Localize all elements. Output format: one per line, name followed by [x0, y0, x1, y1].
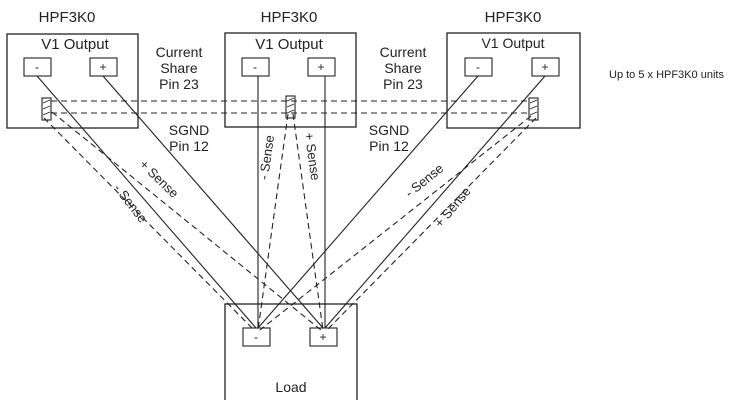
unit-1-minus-label: - — [35, 60, 39, 74]
current-share-line1-right: Current — [380, 44, 427, 60]
sgnd-line1-left: SGND — [169, 122, 209, 138]
unit-2-name: HPF3K0 — [261, 9, 318, 26]
unit-1-plus-wire — [102, 75, 324, 329]
load-plus-label: + — [319, 330, 326, 344]
sgnd-line2-right: Pin 12 — [369, 138, 409, 154]
unit-1-signal-connector — [41, 97, 52, 121]
current-share-line2-left: Share — [160, 60, 198, 76]
unit-3-minus-terminal — [464, 57, 493, 77]
unit-1-name: HPF3K0 — [39, 9, 96, 26]
sense-wires — [43, 111, 537, 331]
unit-3-name: HPF3K0 — [485, 9, 542, 26]
unit-2-minus-terminal — [241, 57, 270, 77]
unit-3-plus-sense-label: + Sense — [431, 184, 473, 230]
unit-3-minus-wire — [257, 75, 479, 329]
unit-2-signal-connector — [285, 95, 296, 119]
load-plus-terminal — [309, 327, 338, 347]
load-minus-terminal — [242, 327, 271, 347]
load-minus-label: - — [254, 330, 258, 344]
current-share-line1-left: Current — [156, 44, 203, 60]
current-share-label-right: Current Share Pin 23 — [380, 44, 427, 92]
unit-3-minus-label: - — [476, 60, 480, 74]
load-box — [224, 303, 358, 400]
unit-3-plus-label: + — [541, 60, 548, 74]
unit-2-plus-terminal — [307, 57, 336, 77]
power-supply-unit-2: HPF3K0 V1 Output - + — [224, 9, 357, 128]
current-share-line3-right: Pin 23 — [383, 76, 423, 92]
power-wires — [36, 75, 546, 329]
unit-1-plus-label: + — [99, 60, 106, 74]
power-supply-unit-3: HPF3K0 V1 Output - + — [446, 9, 581, 129]
unit-1-minus-sense-label: - Sense — [111, 181, 150, 226]
unit-3-minus-sense-wire — [259, 115, 532, 331]
unit-3-minus-sense-label: - Sense — [402, 161, 446, 201]
sgnd-label-left: SGND Pin 12 — [169, 122, 209, 154]
current-share-label-left: Current Share Pin 23 — [156, 44, 203, 92]
unit-2-minus-sense-wire — [257, 113, 289, 331]
unit-3-plus-wire — [324, 75, 546, 329]
unit-1-minus-wire — [36, 75, 257, 329]
sgnd-line2-left: Pin 12 — [169, 138, 209, 154]
unit-3-plus-terminal — [531, 57, 560, 77]
units-note: Up to 5 x HPF3K0 units — [609, 69, 724, 81]
unit-2-plus-sense-wire — [292, 113, 324, 331]
power-supply-unit-1: HPF3K0 V1 Output - + — [6, 9, 139, 129]
unit-2-plus-sense-label: + Sense — [302, 132, 324, 182]
unit-2-minus-sense-label: - Sense — [256, 134, 277, 180]
current-share-line2-right: Share — [384, 60, 422, 76]
unit-1-minus-sense-wire — [43, 117, 255, 331]
unit-3-plus-sense-wire — [326, 117, 537, 331]
sgnd-label-right: SGND Pin 12 — [369, 122, 409, 154]
unit-2-plus-label: + — [317, 60, 324, 74]
load-label: Load — [275, 379, 306, 395]
unit-1-box — [6, 33, 139, 129]
current-share-line3-left: Pin 23 — [159, 76, 199, 92]
unit-3-box — [446, 32, 581, 129]
unit-1-output-label: V1 Output — [41, 36, 109, 53]
unit-3-output-label: V1 Output — [481, 35, 544, 51]
unit-1-plus-sense-wire — [51, 111, 322, 331]
unit-2-minus-label: - — [253, 60, 257, 74]
unit-2-output-label: V1 Output — [255, 36, 323, 53]
load-block: - + Load — [224, 303, 358, 400]
sgnd-line1-right: SGND — [369, 122, 409, 138]
unit-1-plus-sense-label: + Sense — [137, 157, 182, 201]
